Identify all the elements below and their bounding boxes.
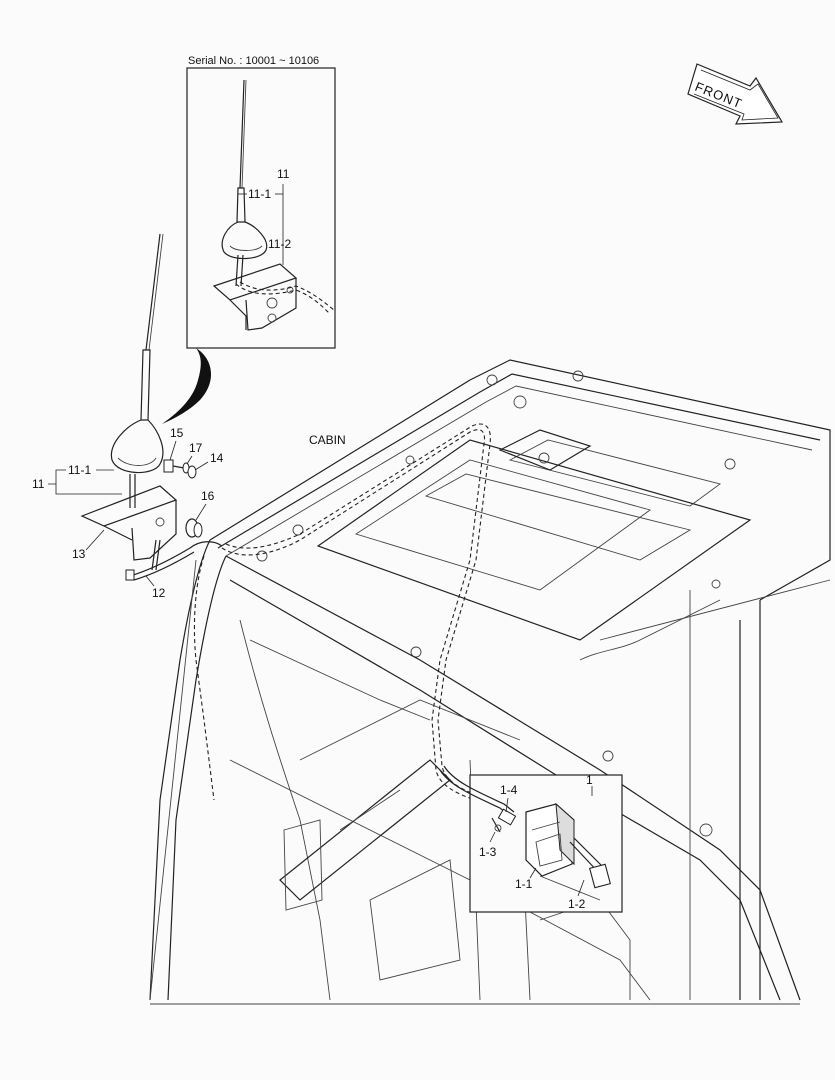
callout-16: 16 [201, 489, 215, 503]
callout-13: 13 [72, 547, 86, 561]
callout-17: 17 [189, 441, 203, 455]
front-direction-arrow: FRONT [687, 63, 784, 125]
inset-frame [186, 67, 336, 349]
inset-antenna [212, 79, 335, 331]
callout-11-2-inset: 11-2 [268, 237, 291, 251]
cabin-label: CABIN [309, 433, 346, 447]
callout-14: 14 [210, 451, 224, 465]
callout-15: 15 [170, 426, 184, 440]
grommet-16 [185, 518, 203, 538]
inset-detail: Serial No. : 10001 ~ 10106 11 [186, 55, 336, 349]
washer-14 [187, 465, 197, 479]
callout-1: 1 [586, 773, 593, 787]
radio-detail: 1 1-4 1-3 1-1 1-2 [439, 765, 623, 913]
bolt-15 [163, 459, 185, 473]
inset-pointer-arrow [162, 348, 212, 424]
callout-11-1-inset: 11-1 [248, 187, 271, 201]
callout-1-2: 1-2 [568, 897, 586, 911]
serial-number-label: Serial No. : 10001 ~ 10106 [188, 55, 319, 67]
callout-1-1: 1-1 [515, 877, 533, 891]
antenna-cable-route [193, 423, 505, 807]
cabin-structure [149, 359, 831, 1005]
callout-12: 12 [152, 586, 166, 600]
callout-1-3: 1-3 [479, 845, 497, 859]
cable-12 [125, 539, 223, 581]
callout-11-inset: 11 [277, 167, 290, 181]
callout-1-4: 1-4 [500, 783, 518, 797]
antenna-assembly: 15 17 14 16 12 13 11 11-1 [32, 233, 224, 600]
callout-11: 11 [32, 477, 45, 491]
callout-11-1: 11-1 [68, 463, 91, 477]
